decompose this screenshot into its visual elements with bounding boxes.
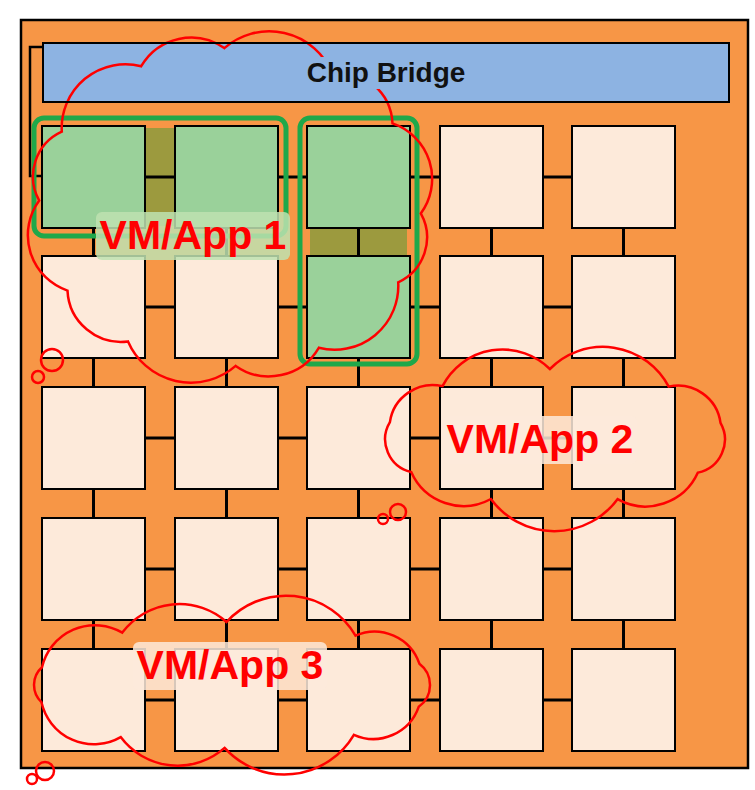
shared-link	[145, 128, 175, 226]
tile	[175, 387, 278, 489]
vm-label: VM/App 1	[96, 212, 291, 259]
thought-bubble	[378, 514, 388, 524]
tile	[175, 256, 278, 358]
tile	[572, 256, 675, 358]
tile	[572, 649, 675, 751]
tile	[42, 387, 145, 489]
shared-link	[310, 228, 407, 256]
chip-bridge-band: Chip Bridge	[42, 42, 730, 103]
allocated-tile	[307, 126, 410, 228]
bridge-label: Chip Bridge	[303, 57, 470, 89]
tile-group-outline	[300, 118, 417, 364]
thought-bubble	[36, 762, 54, 780]
cloud-path	[28, 31, 432, 382]
mesh-link	[145, 176, 175, 179]
chip-body	[21, 20, 748, 768]
tile	[307, 387, 410, 489]
thought-bubble	[41, 349, 63, 371]
tile	[572, 518, 675, 620]
cloud-path	[34, 596, 430, 775]
vm-cloud: VM/App 3	[10, 598, 455, 772]
tile	[42, 518, 145, 620]
vm-label: VM/App 2	[443, 416, 638, 463]
tile	[440, 518, 543, 620]
thought-bubble	[32, 371, 44, 383]
tile	[440, 126, 543, 228]
vm-label: VM/App 3	[133, 642, 328, 689]
tile	[440, 649, 543, 751]
vm-cloud: VM/App 2	[362, 345, 748, 528]
cloud-path	[385, 347, 725, 531]
bridge-fill	[42, 42, 730, 103]
mesh-link	[357, 228, 360, 256]
thought-bubble	[27, 774, 37, 784]
thought-bubble	[390, 504, 406, 520]
tile	[42, 649, 145, 751]
tile	[440, 256, 543, 358]
tile	[572, 126, 675, 228]
